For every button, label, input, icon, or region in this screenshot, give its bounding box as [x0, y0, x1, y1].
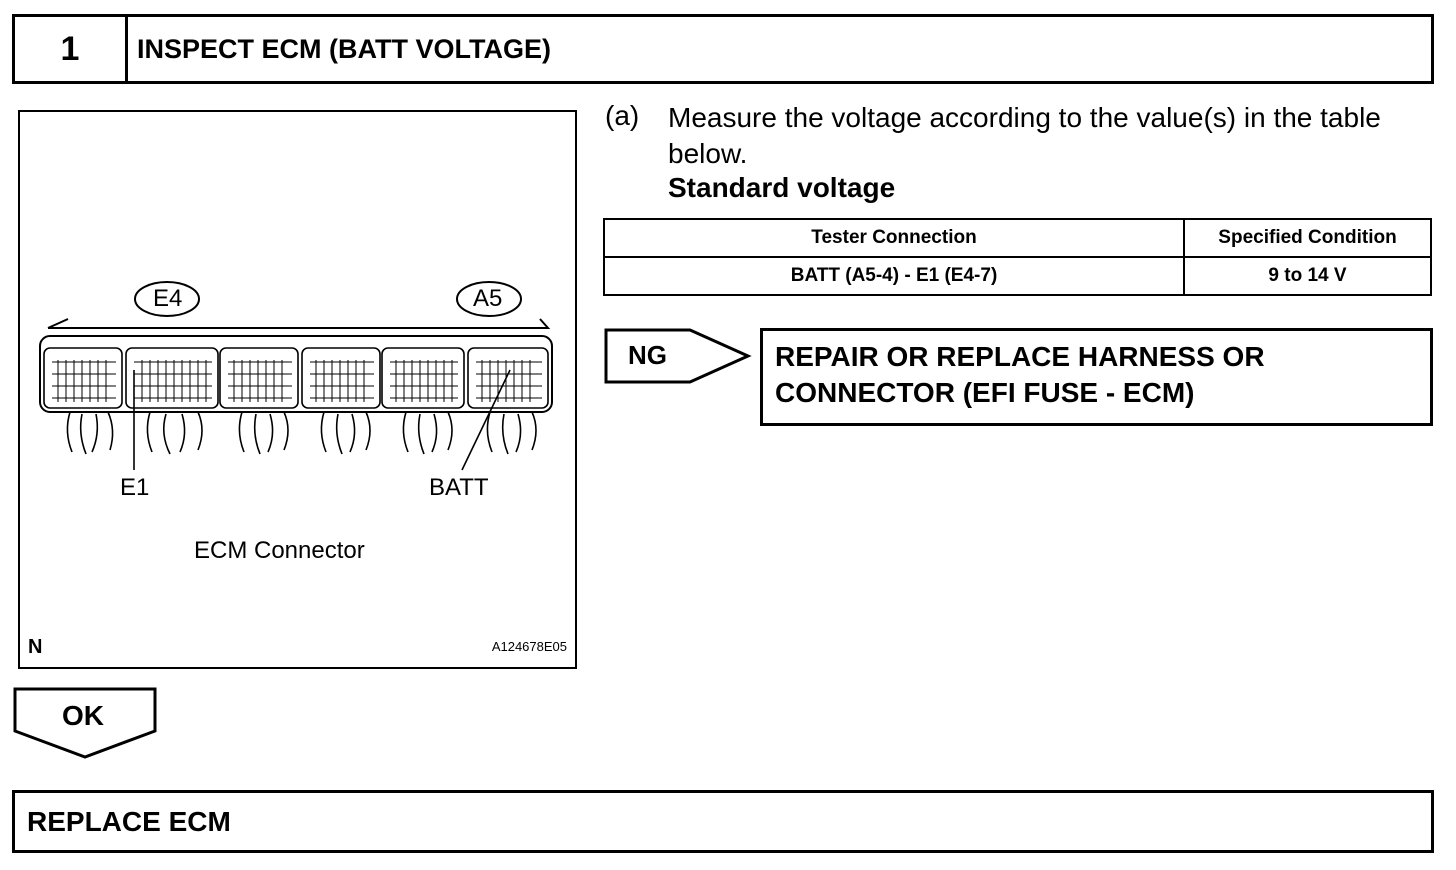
- final-step-box: REPLACE ECM: [12, 790, 1434, 853]
- spec-table: Tester Connection Specified Condition BA…: [603, 218, 1432, 296]
- connector-a5-oval: [456, 281, 522, 317]
- table-header-row: Tester Connection Specified Condition: [603, 218, 1432, 258]
- figure-caption: ECM Connector: [194, 537, 365, 564]
- ecm-connector-figure: E4 A5 E1 BATT ECM Connector N A124678E05: [18, 110, 577, 669]
- connector-label-a5: A5: [473, 285, 503, 312]
- table-cell-connection: BATT (A5-4) - E1 (E4-7): [603, 256, 1185, 296]
- connector-label-e4: E4: [153, 285, 183, 312]
- figure-code: A124678E05: [491, 639, 567, 654]
- ok-label: OK: [62, 700, 104, 731]
- instruction-letter: (a): [605, 100, 640, 131]
- ecm-connector-drawing: [39, 281, 553, 471]
- batt-leader-line: [461, 369, 511, 471]
- step-number: 1: [15, 17, 128, 81]
- instruction-text: Measure the voltage according to the val…: [668, 102, 1381, 169]
- terminal-label-batt: BATT: [429, 474, 489, 501]
- corner-mark: N: [28, 636, 43, 658]
- ok-arrow-icon: [13, 687, 157, 759]
- step-header: 1 INSPECT ECM (BATT VOLTAGE): [12, 14, 1434, 84]
- standard-voltage-label: Standard voltage: [668, 172, 896, 203]
- table-cell-condition: 9 to 14 V: [1183, 256, 1432, 296]
- terminal-label-e1: E1: [120, 474, 150, 501]
- ng-arrow-icon: [604, 328, 752, 384]
- final-step-text: REPLACE ECM: [27, 805, 231, 837]
- ng-action-text: REPAIR OR REPLACE HARNESS OR CONNECTOR (…: [775, 341, 1265, 408]
- table-header-tester-connection: Tester Connection: [603, 218, 1185, 258]
- step-title: INSPECT ECM (BATT VOLTAGE): [137, 33, 551, 64]
- ng-action-box: REPAIR OR REPLACE HARNESS OR CONNECTOR (…: [760, 328, 1433, 426]
- connector-e4-oval: [134, 281, 200, 317]
- table-row: BATT (A5-4) - E1 (E4-7) 9 to 14 V: [603, 256, 1432, 296]
- ng-label: NG: [628, 340, 667, 370]
- table-header-specified-condition: Specified Condition: [1183, 218, 1432, 258]
